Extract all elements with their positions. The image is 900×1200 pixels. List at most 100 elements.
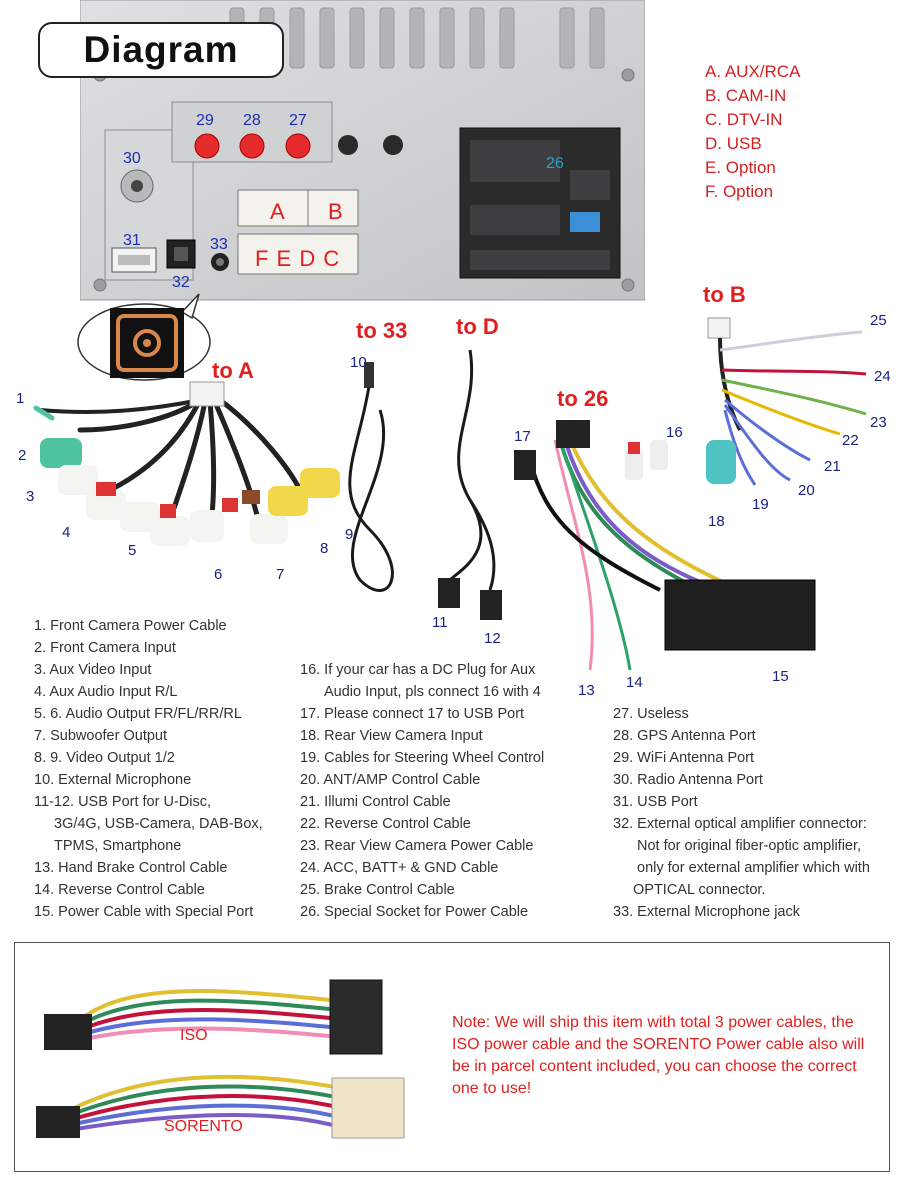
list-item: 14. Reverse Control Cable [34,882,205,898]
cable-number: 7 [276,566,285,583]
legend-item: E. Option [705,158,776,177]
list-item: 25. Brake Control Cable [300,882,455,898]
list-item: 3. Aux Video Input [34,662,152,678]
cable-number: 2 [18,447,27,464]
list-item: 19. Cables for Steering Wheel Control [300,750,545,766]
list-item: 17. Please connect 17 to USB Port [300,706,525,722]
list-item: 32. External optical amplifier connector… [613,816,867,832]
target-label-to-b: to B [703,282,746,307]
port-number-33: 33 [210,236,228,253]
port-legend: A. AUX/RCA B. CAM-IN C. DTV-IN D. USB E.… [705,60,800,204]
list-item: 28. GPS Antenna Port [613,728,756,744]
list-item: 15. Power Cable with Special Port [34,904,254,920]
port-number-26: 26 [546,155,564,172]
iso-cable-label: ISO [180,1027,208,1044]
description-list-1: 1. Front Camera Power Cable 2. Front Cam… [34,615,263,923]
list-item: 22. Reverse Control Cable [300,816,471,832]
rca-harness [33,381,340,546]
list-item: 29. WiFi Antenna Port [613,750,755,766]
usb-cable [448,349,496,591]
list-item: 10. External Microphone [34,772,192,788]
cable-number: 1 [16,390,25,407]
list-item: 4. Aux Audio Input R/L [34,684,178,700]
list-item: 23. Rear View Camera Power Cable [300,838,534,854]
cable-number: 24 [874,368,891,385]
cable-number: 14 [626,674,643,691]
list-item: 24. ACC, BATT+ & GND Cable [300,860,499,876]
port-number-27: 27 [289,112,307,129]
list-item: only for external amplifier which with [637,860,870,876]
legend-item: B. CAM-IN [705,86,787,105]
port-letter-a: A [270,199,285,224]
port-number-28: 28 [243,112,261,129]
power-cable-note-box [14,942,890,1172]
description-list-3: 27. Useless 28. GPS Antenna Port 29. WiF… [613,703,870,923]
power-cable-special-port [514,420,816,671]
camera-steering-harness [706,317,867,486]
target-label-to-a: to A [212,358,254,383]
cable-number: 15 [772,668,789,685]
cable-number: 16 [666,424,683,441]
cable-number: 13 [578,682,595,699]
head-unit-back-panel [80,0,645,301]
list-item: 2. Front Camera Input [34,640,176,656]
description-list-2: 16. If your car has a DC Plug for Aux Au… [300,659,544,923]
list-item: 7. Subwoofer Output [34,728,167,744]
list-item: 16. If your car has a DC Plug for Aux [300,662,536,678]
power-cable-photos [36,979,405,1139]
sorento-cable-label: SORENTO [164,1118,243,1135]
cable-number: 21 [824,458,841,475]
list-item: 1. Front Camera Power Cable [34,618,227,634]
list-item: 31. USB Port [613,794,698,810]
port-number-31: 31 [123,232,141,249]
cable-number: 4 [62,524,71,541]
cable-number: 23 [870,414,887,431]
diagram-title: Diagram [83,29,239,70]
legend-item: D. USB [705,134,762,153]
port-letter-b: B [328,199,343,224]
cable-number: 6 [214,566,223,583]
cable-number: 11 [432,614,448,631]
list-item: 8. 9. Video Output 1/2 [34,750,175,766]
cable-number: 3 [26,488,35,505]
legend-item: F. Option [705,182,774,201]
cable-number: 22 [842,432,859,449]
cable-number: 25 [870,312,887,329]
cable-number: 18 [708,513,725,530]
cable-number: 8 [320,540,329,557]
legend-item: C. DTV-IN [705,110,783,129]
cable-number: 9 [345,526,354,543]
target-label-to-d: to D [456,314,499,339]
list-item: 21. Illumi Control Cable [300,794,451,810]
optical-port-zoom-bubble [77,293,211,381]
list-item: 30. Radio Antenna Port [613,772,763,788]
cable-number: 12 [484,630,501,647]
list-item: 27. Useless [613,706,689,722]
port-number-32: 32 [172,274,190,291]
legend-item: A. AUX/RCA [705,62,801,81]
cable-number: 19 [752,496,769,513]
power-cable-note-text: Note: We will ship this item with total … [452,1014,865,1097]
diagram-title-badge: Diagram [38,22,284,78]
list-item: 3G/4G, USB-Camera, DAB-Box, [54,816,263,832]
cable-illustrations [33,317,867,671]
list-item: 20. ANT/AMP Control Cable [300,772,481,788]
list-item: 13. Hand Brake Control Cable [34,860,228,876]
port-number-30: 30 [123,150,141,167]
microphone-cable [348,379,394,592]
target-label-to-33: to 33 [356,318,408,343]
list-item: TPMS, Smartphone [54,838,182,854]
cable-number: 10 [350,354,367,371]
list-item: OPTICAL connector. [633,882,766,898]
port-number-29: 29 [196,112,214,129]
list-item: 5. 6. Audio Output FR/FL/RR/RL [34,706,242,722]
cable-number: 20 [798,482,815,499]
target-label-to-26: to 26 [557,386,609,411]
list-item: Audio Input, pls connect 16 with 4 [324,684,541,700]
cable-number: 17 [514,428,531,445]
list-item: Not for original fiber-optic amplifier, [637,838,862,854]
port-letters-fedc: F E D C [255,246,341,271]
list-item: 11-12. USB Port for U-Disc, [34,794,212,810]
list-item: 18. Rear View Camera Input [300,728,483,744]
cable-number: 5 [128,542,137,559]
